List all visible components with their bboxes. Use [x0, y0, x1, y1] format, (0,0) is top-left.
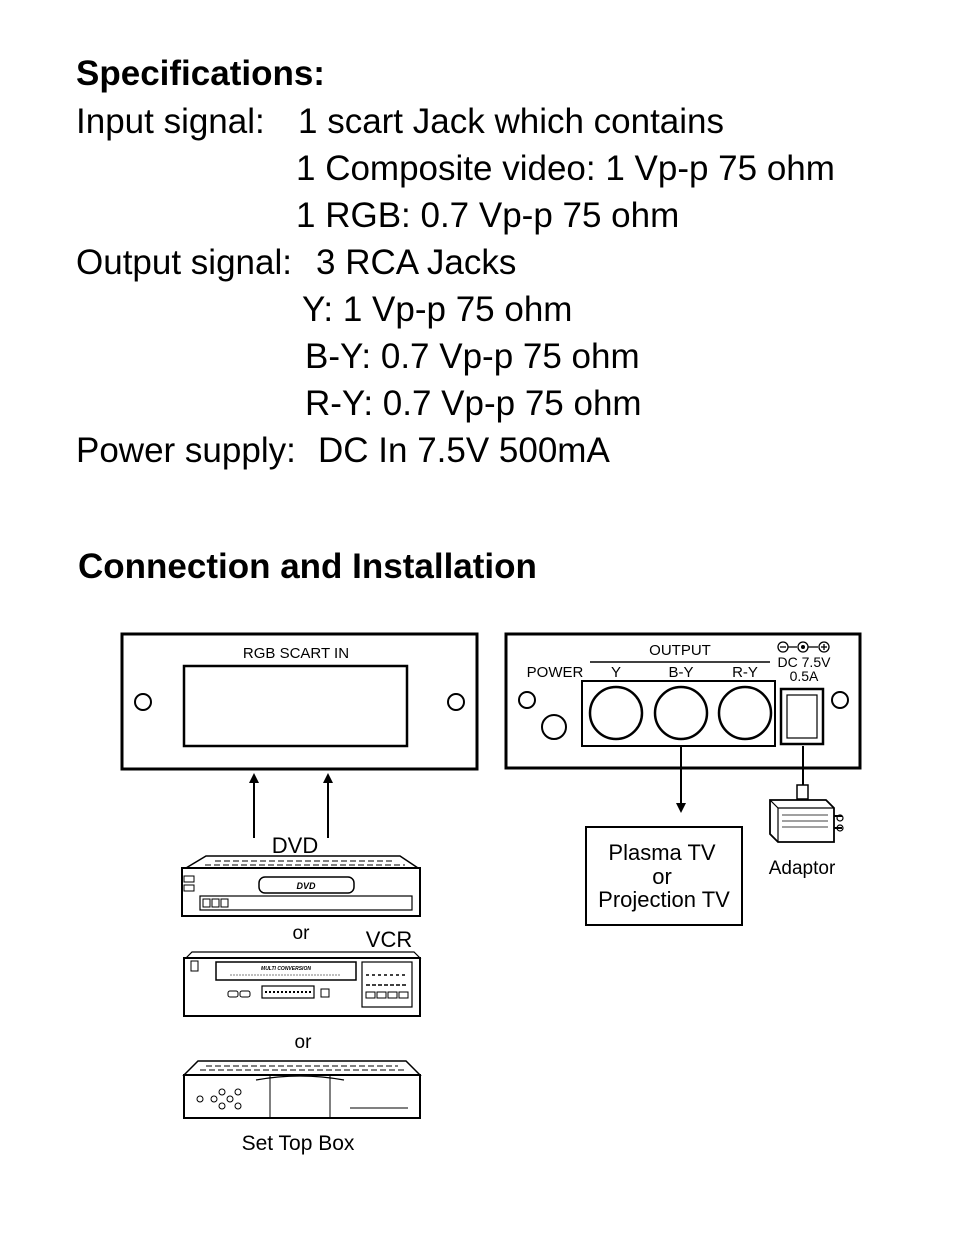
tv-line1: Plasma TV: [608, 840, 716, 865]
rca-jack-by: [653, 685, 709, 741]
scart-connector: [182, 664, 409, 748]
vcr-icon: MULTI CONVERSION: [183, 951, 422, 1017]
output-label: OUTPUT: [649, 642, 711, 659]
dvd-player-icon: DVD: [181, 855, 421, 917]
jack-label-y: Y: [611, 664, 621, 681]
input-rgb-spec: 1 RGB: 0.7 Vp-p 75 ohm: [296, 196, 680, 235]
rca-jack-y: [588, 685, 644, 741]
vcr-label: VCR: [366, 927, 412, 952]
rear-hole-left: [518, 691, 536, 709]
mounting-hole-left: [134, 693, 152, 711]
tv-line3: Projection TV: [598, 887, 730, 912]
power-supply-label: Power supply:: [76, 431, 296, 470]
output-y-spec: Y: 1 Vp-p 75 ohm: [302, 290, 573, 329]
vcr-face-label: MULTI CONVERSION: [261, 966, 311, 972]
set-top-box-label: Set Top Box: [242, 1132, 355, 1155]
dvd-label: DVD: [272, 833, 318, 858]
power-supply-value: DC In 7.5V 500mA: [318, 431, 610, 470]
or-label-1: or: [293, 923, 311, 944]
connection-title: Connection and Installation: [78, 547, 537, 586]
power-led-icon: [541, 714, 567, 740]
output-signal-label: Output signal:: [76, 243, 292, 282]
front-panel: RGB SCART IN: [120, 632, 479, 771]
specifications-title: Specifications:: [76, 54, 325, 93]
tv-line2: or: [652, 864, 672, 889]
input-signal-label: Input signal:: [76, 102, 265, 141]
input-composite-spec: 1 Composite video: 1 Vp-p 75 ohm: [296, 149, 835, 188]
rca-jack-ry: [717, 685, 773, 741]
mounting-hole-right: [447, 693, 465, 711]
dc-power-jack: [779, 687, 825, 746]
input-signal-value: 1 scart Jack which contains: [298, 102, 725, 141]
dc-voltage-label: DC 7.5V: [778, 654, 832, 670]
adaptor-icon: [769, 784, 844, 843]
jack-label-by: B-Y: [668, 664, 693, 681]
output-by-spec: B-Y: 0.7 Vp-p 75 ohm: [305, 337, 640, 376]
scart-in-label: RGB SCART IN: [243, 645, 349, 662]
rear-hole-right: [831, 691, 849, 709]
rear-panel: POWER OUTPUT Y B-Y R-Y DC 7.5V 0.5A: [504, 632, 862, 770]
output-ry-spec: R-Y: 0.7 Vp-p 75 ohm: [305, 384, 642, 423]
tv-box: Plasma TV or Projection TV: [585, 826, 743, 926]
adaptor-label: Adaptor: [769, 858, 836, 879]
output-signal-value: 3 RCA Jacks: [316, 243, 517, 282]
dc-current-label: 0.5A: [790, 668, 819, 684]
set-top-box-icon: [182, 1060, 422, 1119]
or-label-2: or: [295, 1032, 313, 1053]
jack-label-ry: R-Y: [732, 664, 758, 681]
dc-polarity-icon: [777, 641, 830, 653]
dvd-face-label: DVD: [296, 881, 316, 891]
power-label: POWER: [527, 664, 584, 681]
